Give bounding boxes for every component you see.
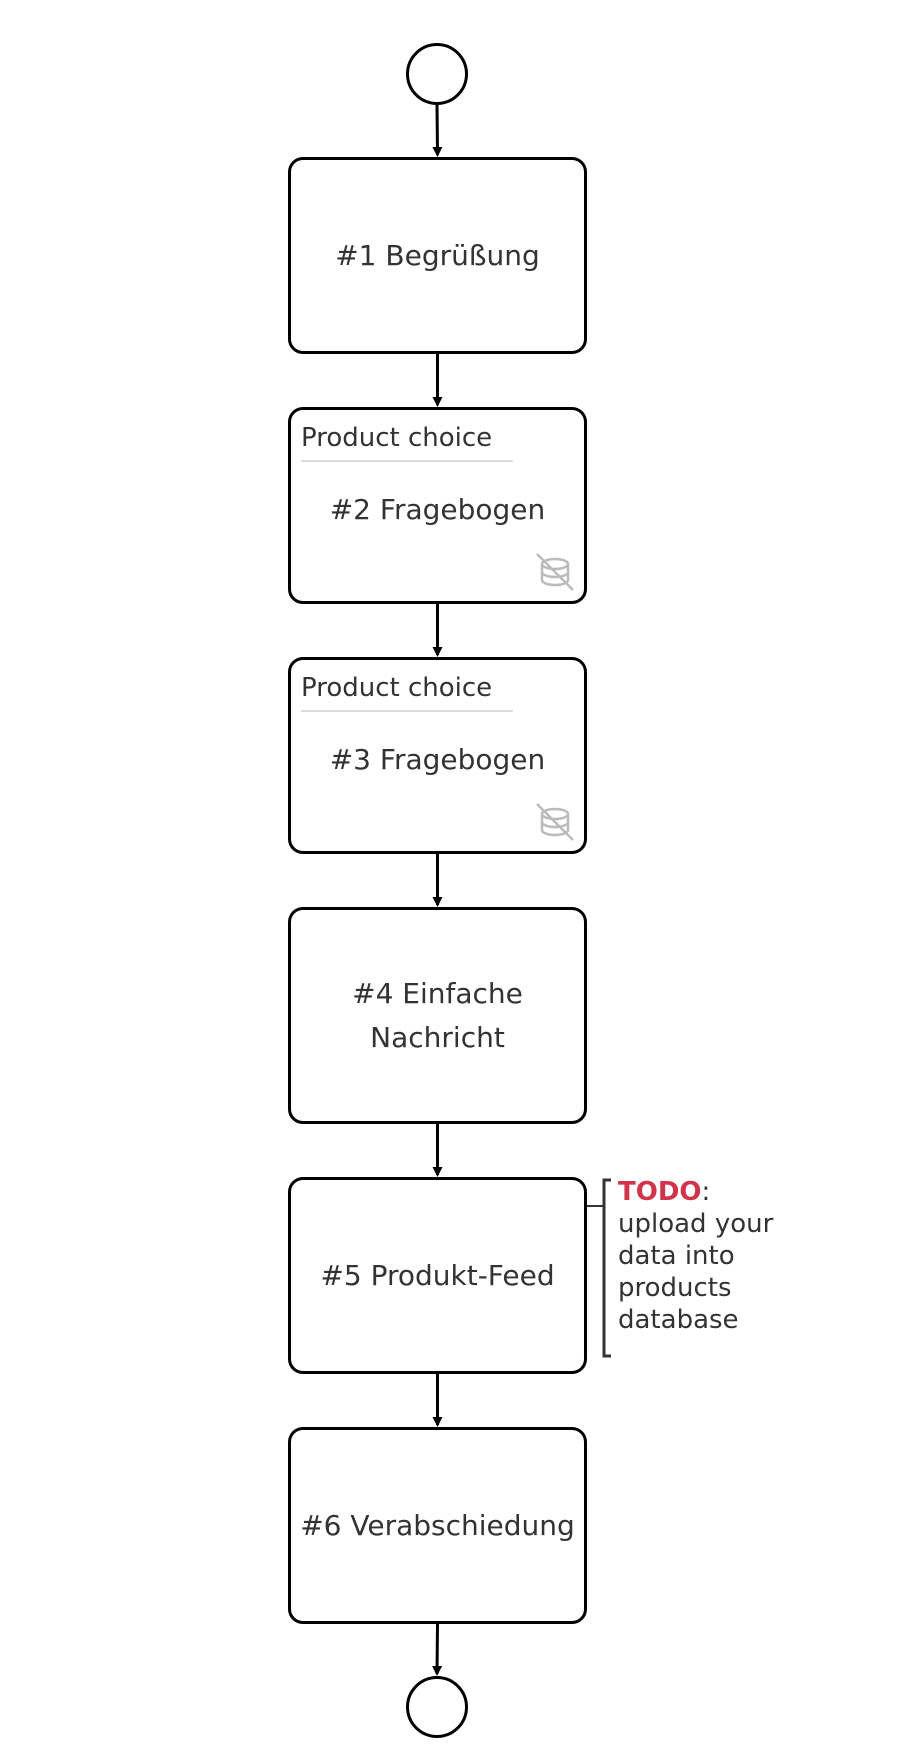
node-label: #2 Fragebogen <box>329 493 546 526</box>
todo-text: upload your data into products database <box>618 1209 774 1335</box>
flow-node-5[interactable]: #5 Produkt-Feed <box>288 1177 587 1374</box>
flow-node-2[interactable]: Product choice #2 Fragebogen <box>288 407 587 604</box>
node-label: #5 Produkt-Feed <box>320 1258 555 1292</box>
node-label: #1 Begrüßung <box>335 238 540 272</box>
todo-separator: : <box>701 1177 711 1207</box>
node-label: #4 Einfache Nachricht <box>352 976 523 1054</box>
node-header: Product choice <box>301 420 513 462</box>
edge-start-n1 <box>432 104 443 157</box>
edge-n6-end <box>432 1623 443 1676</box>
flow-node-6[interactable]: #6 Verabschiedung <box>288 1427 587 1624</box>
flow-node-3[interactable]: Product choice #3 Fragebogen <box>288 657 587 854</box>
flow-node-1[interactable]: #1 Begrüßung <box>288 157 587 354</box>
annotation-bracket <box>586 1178 611 1358</box>
todo-keyword: TODO <box>618 1177 702 1207</box>
node-label: #6 Verabschiedung <box>300 1508 575 1542</box>
edges-layer <box>432 104 443 1676</box>
start-event[interactable] <box>406 43 468 105</box>
database-off-icon <box>536 803 574 841</box>
database-off-icon <box>536 553 574 591</box>
node-label: #3 Fragebogen <box>329 743 546 776</box>
node-header: Product choice <box>301 670 513 712</box>
todo-annotation[interactable]: TODO: upload your data into products dat… <box>618 1176 778 1336</box>
flow-node-4[interactable]: #4 Einfache Nachricht <box>288 907 587 1124</box>
end-event[interactable] <box>406 1676 468 1738</box>
